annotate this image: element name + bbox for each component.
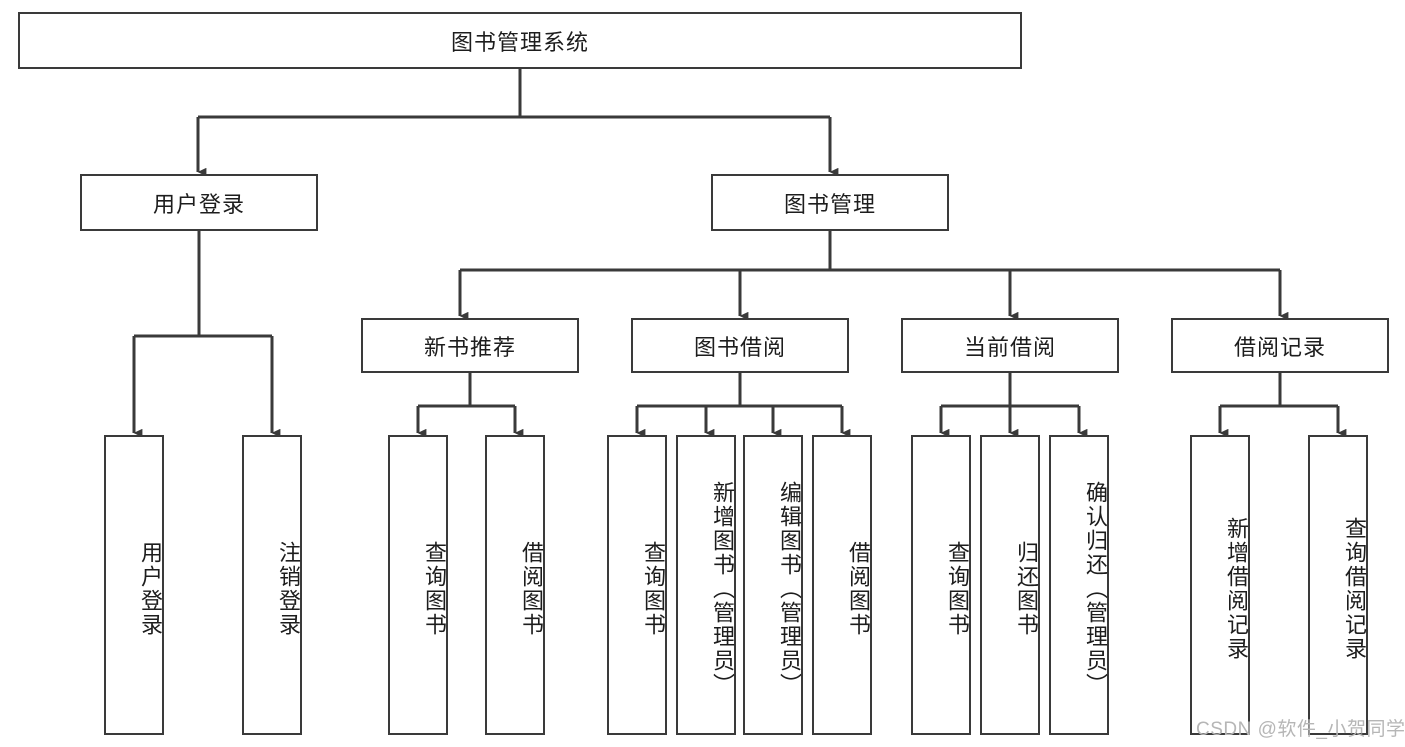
node-label: 查询图书 (641, 541, 666, 637)
node-label: 编辑图书（管理员） (777, 481, 802, 697)
node-label: 新书推荐 (423, 334, 516, 360)
leaf-node-leaf-query-record[interactable]: 查询借阅记录 (1308, 435, 1368, 735)
leaf-node-leaf-borrow-book-1[interactable]: 借阅图书 (485, 435, 545, 735)
node-label: 查询图书 (945, 541, 970, 637)
node-label: 新增借阅记录 (1224, 517, 1249, 661)
leaf-node-leaf-add-book[interactable]: 新增图书（管理员） (676, 435, 736, 735)
node-label: 新增图书（管理员） (710, 481, 735, 697)
node-label: 查询图书 (422, 541, 447, 637)
node-current-borrow[interactable]: 当前借阅 (901, 318, 1119, 373)
node-book-management[interactable]: 图书管理 (711, 174, 949, 231)
leaf-node-leaf-query-book-2[interactable]: 查询图书 (607, 435, 667, 735)
node-label: 图书管理系统 (450, 29, 589, 55)
connector-lines (132, 69, 1347, 438)
node-new-book-recommend[interactable]: 新书推荐 (361, 318, 579, 373)
leaf-node-leaf-edit-book[interactable]: 编辑图书（管理员） (743, 435, 803, 735)
leaf-node-leaf-confirm-return[interactable]: 确认归还（管理员） (1049, 435, 1109, 735)
node-label: 归还图书 (1014, 541, 1039, 637)
node-book-borrow[interactable]: 图书借阅 (631, 318, 849, 373)
leaf-node-leaf-borrow-book-2[interactable]: 借阅图书 (812, 435, 872, 735)
node-label: 当前借阅 (963, 334, 1056, 360)
leaf-node-leaf-query-book-3[interactable]: 查询图书 (911, 435, 971, 735)
node-user-login[interactable]: 用户登录 (80, 174, 318, 231)
node-label: 查询借阅记录 (1342, 517, 1367, 661)
leaf-node-leaf-return-book[interactable]: 归还图书 (980, 435, 1040, 735)
leaf-node-leaf-user-logout[interactable]: 注销登录 (242, 435, 302, 735)
node-label: 注销登录 (276, 541, 301, 637)
leaf-node-leaf-user-login[interactable]: 用户登录 (104, 435, 164, 735)
node-label: 用户登录 (138, 541, 163, 637)
root-node-root[interactable]: 图书管理系统 (18, 12, 1022, 69)
leaf-node-leaf-query-book-1[interactable]: 查询图书 (388, 435, 448, 735)
node-label: 确认归还（管理员） (1083, 481, 1108, 697)
node-label: 借阅图书 (846, 541, 871, 637)
node-label: 借阅记录 (1233, 334, 1326, 360)
node-label: 借阅图书 (519, 541, 544, 637)
node-label: 用户登录 (152, 191, 245, 217)
leaf-node-leaf-add-record[interactable]: 新增借阅记录 (1190, 435, 1250, 735)
node-borrow-record[interactable]: 借阅记录 (1171, 318, 1389, 373)
node-label: 图书管理 (783, 191, 876, 217)
watermark-label: CSDN @软件_小贺同学 (1196, 719, 1405, 740)
node-label: 图书借阅 (693, 334, 786, 360)
